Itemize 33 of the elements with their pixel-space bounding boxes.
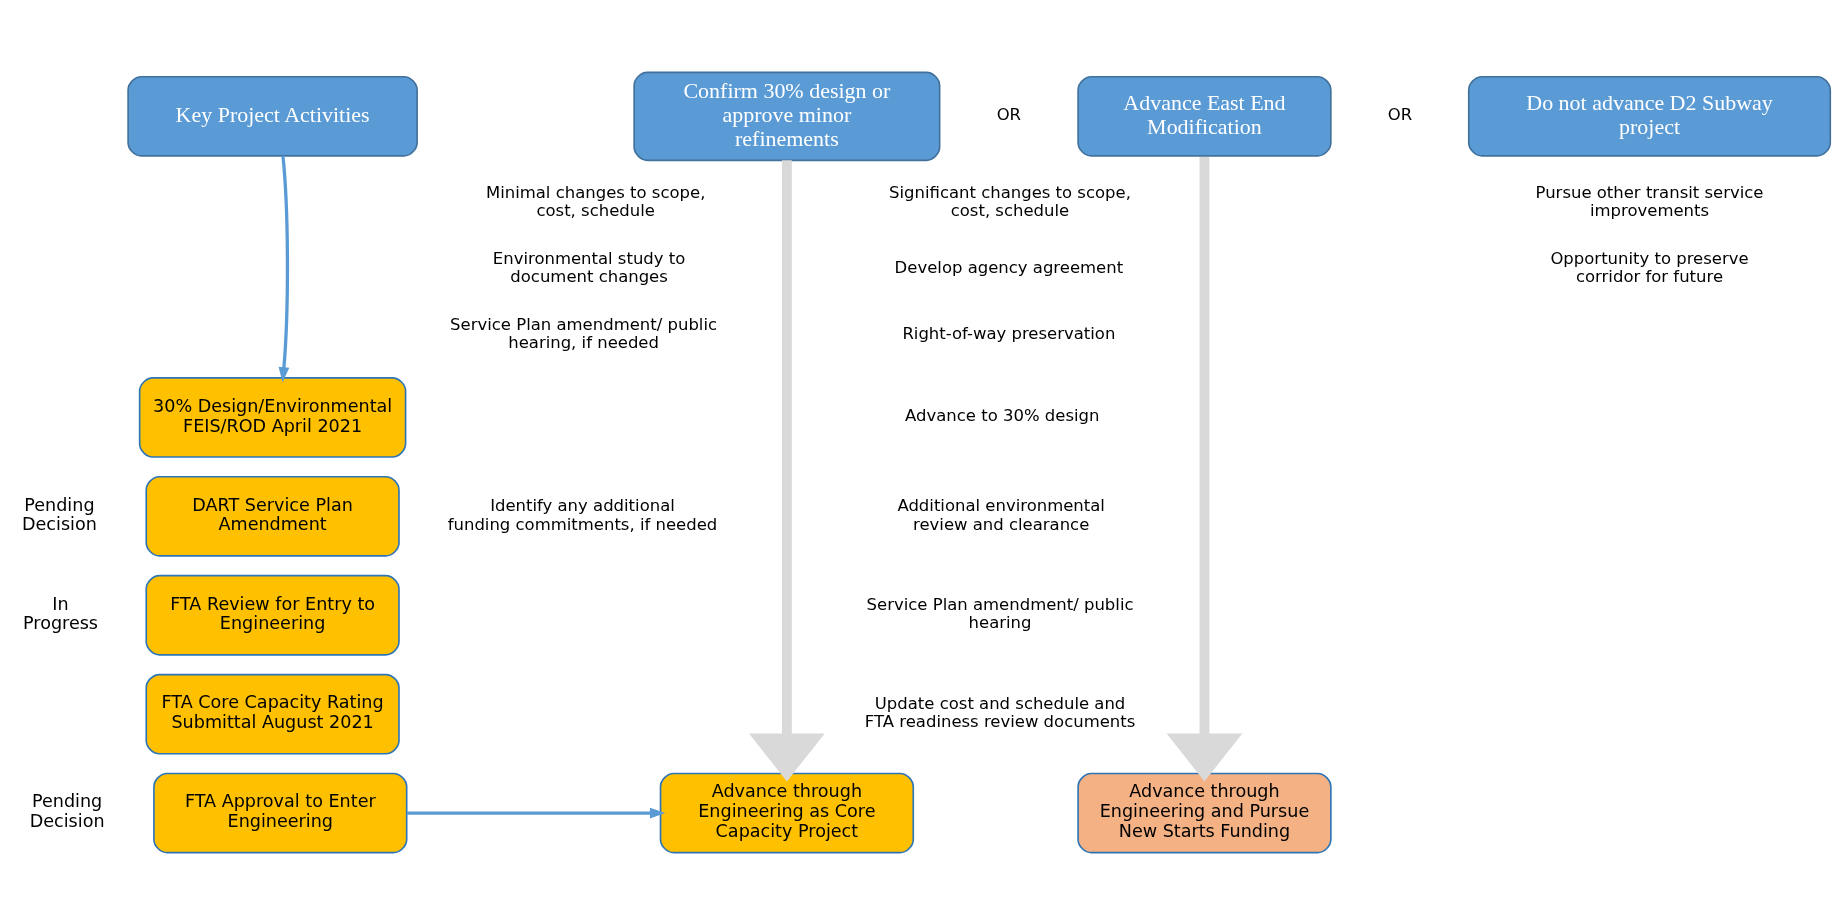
label: Service Plan amendment/ public hearing, if needed xyxy=(450,314,718,352)
arrow xyxy=(406,807,666,818)
node-box: Key Project Activities xyxy=(127,75,418,157)
label: Opportunity to preserve corridor for future xyxy=(1550,248,1749,286)
node-label: In Progress xyxy=(23,593,99,633)
label: OR xyxy=(996,104,1022,124)
label: Right-of-way preservation xyxy=(902,323,1116,343)
node-box: Confirm 30% design or approve minor refinements xyxy=(633,71,941,161)
label: Environmental study to document changes xyxy=(492,248,686,286)
arrow xyxy=(278,155,290,383)
arrow xyxy=(1166,156,1243,781)
node-box: FTA Review for Entry to Engineering xyxy=(145,574,400,656)
label: OR xyxy=(1387,104,1413,124)
label: Minimal changes to scope, cost, schedule xyxy=(485,182,706,220)
node-box: 30% Design/Environmental FEIS/ROD April 2021 xyxy=(138,376,407,458)
node-box: DART Service Plan Amendment xyxy=(145,475,400,557)
label: Develop agency agreement xyxy=(894,257,1124,277)
label: Pursue other transit service improvements xyxy=(1535,182,1764,220)
label: Significant changes to scope, cost, schedule xyxy=(889,182,1131,220)
node-box: Advance through Engineering and Pursue New Starts Funding xyxy=(1077,772,1332,853)
node-label: Pending Decision xyxy=(22,494,97,534)
node-box: FTA Core Capacity Rating Submittal August 2021 xyxy=(145,673,400,755)
node-box: Advance East End Modification xyxy=(1077,75,1332,157)
node-box: FTA Approval to Enter Engineering xyxy=(153,772,408,853)
node-box: Do not advance D2 Subway project xyxy=(1467,75,1832,157)
label: Additional environmental review and clearance xyxy=(897,495,1105,534)
label: Identify any additional funding commitments, if needed xyxy=(447,495,718,534)
arrow xyxy=(749,159,825,781)
node-box: Advance through Engineering as Core Capacity Project xyxy=(659,772,915,853)
label: Service Plan amendment/ public hearing xyxy=(866,594,1134,632)
node-label: Pending Decision xyxy=(29,790,105,831)
label: Update cost and schedule and FTA readiness review documents xyxy=(864,693,1136,731)
label: Advance to 30% design xyxy=(905,405,1100,425)
